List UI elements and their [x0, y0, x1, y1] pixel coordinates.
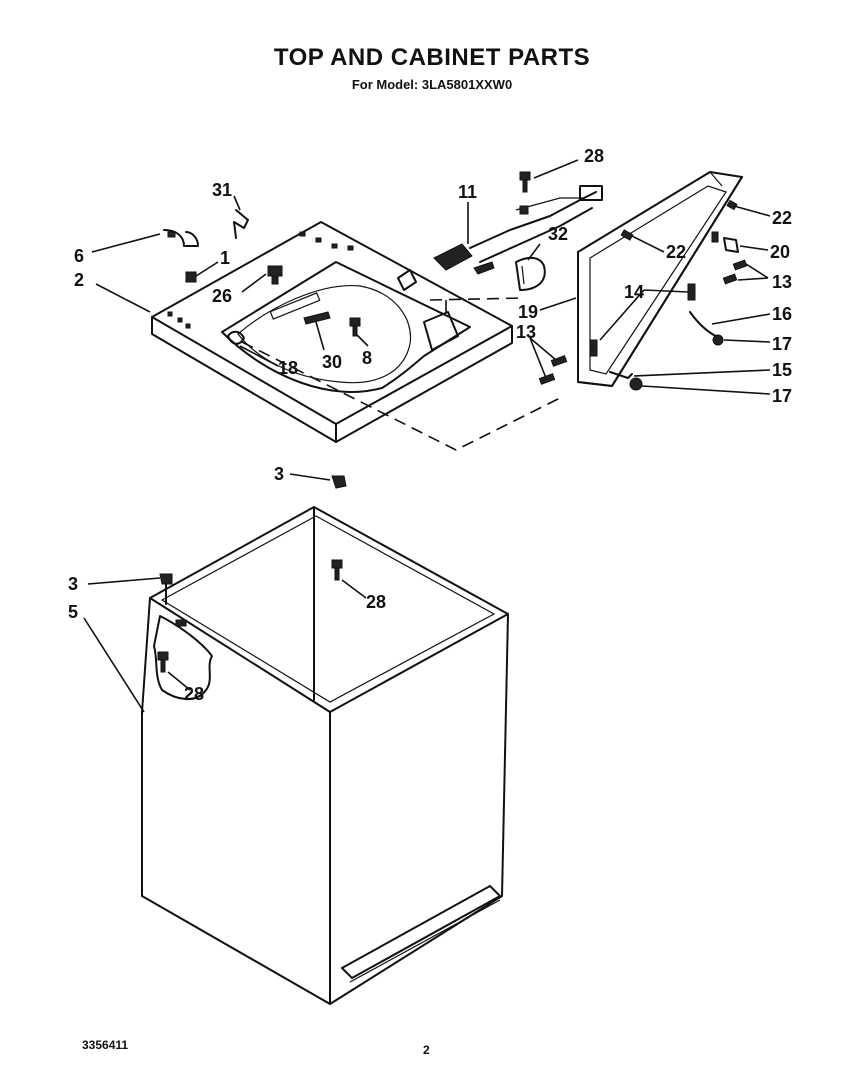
callout-30: 30: [322, 352, 342, 372]
callout-22-right: 22: [772, 208, 792, 228]
callout-labels: 28 31 11 32 22 22 20 13 6 1 2 26 14 19 1…: [68, 146, 792, 704]
callout-18: 18: [278, 358, 298, 378]
model-subtitle: For Model: 3LA5801XXW0: [351, 77, 513, 92]
knob-26: [267, 265, 283, 285]
callout-15: 15: [772, 360, 792, 380]
pin-30: [303, 311, 331, 325]
callout-13-right: 13: [772, 272, 792, 292]
cabinet: [141, 506, 509, 1005]
top-panel: [151, 221, 513, 443]
callout-1: 1: [220, 248, 230, 268]
screw-28-middle: [331, 559, 343, 581]
screw-28-cutaway: [157, 651, 169, 673]
callout-28-middle: 28: [366, 592, 386, 612]
small-parts: [157, 171, 748, 673]
callout-32: 32: [548, 224, 568, 244]
console-panel: [577, 171, 743, 387]
page-number: 2: [423, 1043, 430, 1057]
callout-6: 6: [74, 246, 84, 266]
assembly-dash-lines: [241, 297, 561, 451]
callout-31: 31: [212, 180, 232, 200]
callout-26: 26: [212, 286, 232, 306]
callout-22-inner: 22: [666, 242, 686, 262]
screw-8: [349, 317, 361, 337]
callout-13-left: 13: [516, 322, 536, 342]
clip-3-left: [159, 573, 173, 585]
callout-2: 2: [74, 270, 84, 290]
callout-17-upper: 17: [772, 334, 792, 354]
leader-lines: [83, 159, 771, 713]
callout-8: 8: [362, 348, 372, 368]
callout-3-left: 3: [68, 574, 78, 594]
clip-3-top: [331, 475, 347, 489]
callout-16: 16: [772, 304, 792, 324]
page-title: TOP AND CABINET PARTS: [273, 44, 591, 71]
screw-28-top: [519, 171, 531, 193]
callout-11: 11: [458, 182, 477, 202]
callout-17-lower: 17: [772, 386, 792, 406]
cap-32: [515, 256, 546, 291]
callout-5: 5: [68, 602, 78, 622]
callout-14: 14: [624, 282, 644, 302]
hinge-18: [227, 330, 245, 345]
callout-20: 20: [770, 242, 790, 262]
lid-switch-11: [433, 185, 603, 275]
callout-3-top: 3: [274, 464, 284, 484]
callout-28-cutaway: 28: [184, 684, 204, 704]
callout-19: 19: [518, 302, 538, 322]
document-number: 3356411: [82, 1038, 129, 1052]
callout-28-top: 28: [584, 146, 604, 166]
bracket-31: [233, 209, 249, 239]
